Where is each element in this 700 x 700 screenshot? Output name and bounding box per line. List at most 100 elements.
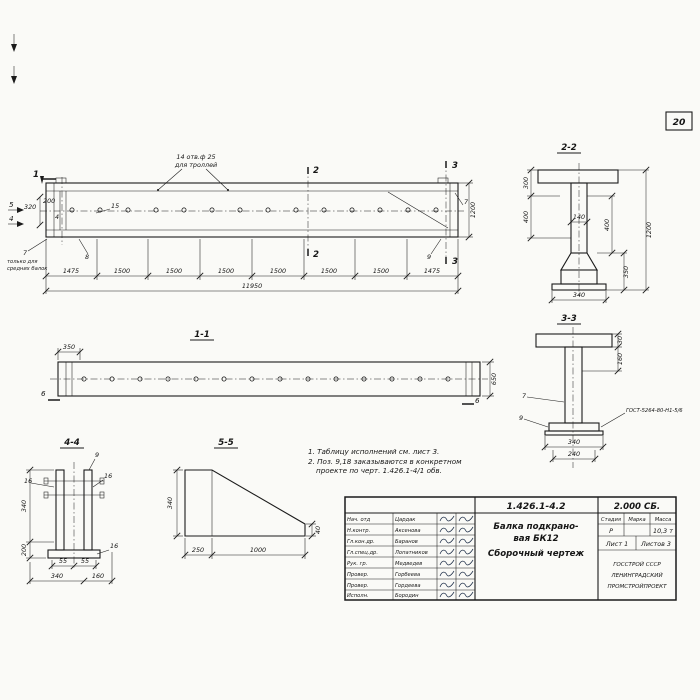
- note-line2: 2. Поз. 9,18 заказываются в конкретном: [308, 457, 462, 466]
- pos-16-c: 16: [110, 542, 118, 550]
- cut-label-2-bottom: 2: [313, 250, 319, 260]
- title-block-right-column: Стадия Марка Масса Р 10,3 т Лист 1 Листо…: [598, 513, 676, 590]
- pos-7-right: 7: [464, 198, 468, 206]
- section-1-1-view: 1-1 350 650 6 6: [41, 330, 498, 405]
- org-line1: ГОССТРОЙ СССР: [613, 561, 661, 568]
- org-line2: ЛЕНИНГРАДСКИЙ: [610, 572, 663, 579]
- dim-segment-5: 1500: [270, 267, 286, 275]
- section-3-3-view: 3-3 30 160 7 9 ГОСТ-5264-80-Н1-5/6 340 2…: [519, 314, 683, 468]
- dim-segment-2: 1500: [114, 267, 130, 275]
- pos-16-b: 16: [104, 472, 112, 480]
- signature-grid: [345, 513, 475, 600]
- beam-elevation-view: [40, 177, 464, 238]
- dim-340-s33: 340: [568, 438, 580, 446]
- dim-320: 320: [24, 203, 36, 211]
- stage-value: Р: [609, 527, 613, 535]
- pos-7-s33: 7: [522, 392, 526, 400]
- sig-role-2: Гл.кон.др.: [347, 539, 375, 545]
- dim-340-bottom-s44: 340: [51, 572, 63, 580]
- sheet-label: Лист 1: [605, 540, 628, 548]
- sig-role-4: Рук. гр.: [347, 561, 367, 567]
- cut-label-2-top: 2: [313, 166, 319, 176]
- left-note-line2: средних балок: [7, 266, 48, 272]
- mark-header: Марка: [628, 517, 645, 523]
- dim-300: 300: [522, 177, 530, 189]
- section-1-1-label: 1-1: [194, 330, 210, 340]
- section-3-3-label: 3-3: [561, 314, 577, 324]
- sig-role-3: Гл.спец.др.: [347, 550, 378, 556]
- drawing-notes: 1. Таблицу исполнений см. лист 3. 2. Поз…: [308, 447, 462, 475]
- dim-350-s11: 350: [63, 343, 75, 351]
- holes-note-line1: 14 отв.ф 25: [176, 153, 215, 161]
- holes-annotation: 14 отв.ф 25 для троллей: [157, 153, 229, 191]
- dim-200: 200: [43, 197, 55, 205]
- section-2-2-label: 2-2: [561, 143, 577, 153]
- left-note-line1: только для: [7, 259, 38, 265]
- pos-8: 8: [85, 253, 89, 261]
- dim-160: 160: [616, 353, 624, 365]
- mass-value: 10,3 т: [653, 527, 673, 535]
- cut-label-3-bottom: 3: [452, 257, 458, 267]
- drawing-title: Балка подкрано- вая БК12 Сборочный черте…: [488, 522, 585, 559]
- sig-role-0: Нач. отд: [347, 517, 371, 523]
- sig-name-1: Аксенова: [394, 528, 421, 534]
- dim-30: 30: [616, 336, 624, 344]
- stage-header: Стадия: [601, 517, 621, 523]
- title-line2: вая БК12: [513, 534, 558, 544]
- section-2-2-view: 2-2 300 400 140 400 350 1200: [522, 143, 653, 304]
- dim-1200-section: 1200: [645, 222, 653, 238]
- dim-1200-elevation: 1200: [469, 202, 477, 218]
- dim-140: 140: [573, 213, 585, 221]
- dim-segment-7: 1500: [373, 267, 389, 275]
- sheets-label: Листов 3: [640, 540, 671, 548]
- dim-340-s55: 340: [166, 497, 174, 509]
- dim-200-s44: 200: [20, 544, 28, 556]
- sig-name-4: Медведев: [395, 561, 422, 567]
- sig-role-1: Н.контр.: [347, 528, 370, 534]
- holes-note-line2: для троллей: [174, 161, 217, 169]
- sig-role-5: Провер.: [347, 572, 369, 578]
- dim-350: 350: [622, 266, 630, 278]
- sig-name-2: Баранов: [395, 539, 418, 545]
- note-line1: 1. Таблицу исполнений см. лист 3.: [308, 447, 439, 456]
- dim-55-b: 55: [81, 557, 89, 565]
- dim-340-left-s44: 340: [20, 500, 28, 512]
- pos-9-s44: 9: [95, 451, 99, 459]
- fold-mark-icons: [11, 34, 17, 84]
- section-4-4-label: 4-4: [63, 438, 80, 448]
- note-line3: проекте по черт. 1.426.1-4/1 обв.: [316, 466, 442, 475]
- section-5-5-label: 5-5: [218, 438, 234, 448]
- pos-15: 15: [111, 202, 119, 210]
- dim-650: 650: [490, 373, 498, 385]
- sig-name-7: Бородин: [395, 593, 419, 599]
- sig-name-0: Цардак: [395, 517, 416, 523]
- pos-9-right: 9: [427, 253, 431, 261]
- sig-name-6: Гордеева: [395, 583, 421, 589]
- dim-segment-3: 1500: [166, 267, 182, 275]
- dim-340-s22: 340: [573, 291, 585, 299]
- page-number: 20: [673, 117, 686, 128]
- doc-code: 2.000 СБ.: [614, 502, 660, 512]
- pos-7-left: 7: [23, 249, 27, 257]
- dim-55-a: 55: [59, 557, 67, 565]
- cut-label-6-left: 6: [41, 389, 46, 398]
- elevation-callouts: 320 200 15 4 7 только для средних балок …: [7, 179, 477, 272]
- dim-segment-4: 1500: [218, 267, 234, 275]
- doc-number: 1.426.1-4.2: [506, 501, 565, 512]
- title-line3: Сборочный чертеж: [488, 548, 585, 559]
- cut-label-3-top: 3: [452, 161, 458, 171]
- dim-total-11950: 11950: [242, 282, 262, 290]
- section-5-5-view: 5-5 340 40 250 1000: [166, 438, 322, 559]
- weld-note: ГОСТ-5264-80-Н1-5/6: [626, 408, 683, 414]
- dim-40: 40: [314, 526, 322, 534]
- dim-160-s44: 160: [92, 572, 104, 580]
- dim-segment-6: 1500: [321, 267, 337, 275]
- pos-9-s33: 9: [519, 414, 523, 422]
- dim-1000: 1000: [250, 546, 266, 554]
- dim-400-left: 400: [522, 211, 530, 223]
- cut-label-5: 5: [9, 200, 14, 209]
- pos-4: 4: [55, 213, 59, 221]
- sig-name-3: Лопатников: [394, 550, 428, 556]
